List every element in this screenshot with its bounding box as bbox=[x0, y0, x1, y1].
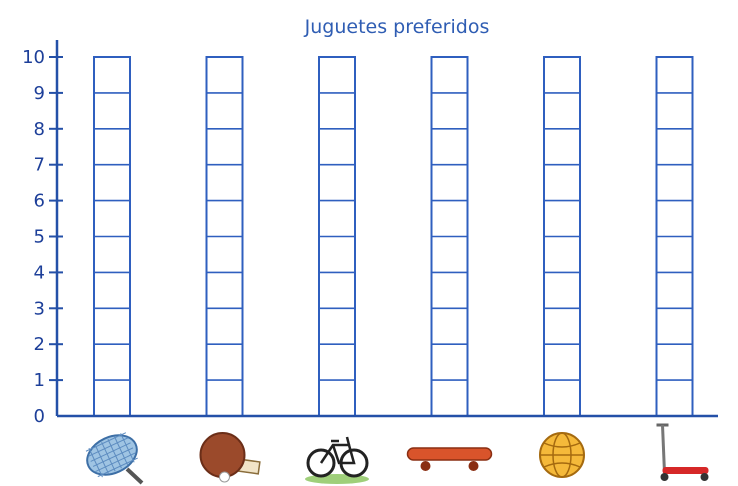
bar-frame bbox=[655, 56, 694, 417]
y-tick-label: 9 bbox=[34, 83, 45, 104]
y-tick-label: 2 bbox=[34, 334, 45, 355]
ping-pong-paddle-icon bbox=[199, 432, 261, 483]
ball-icon bbox=[539, 432, 585, 478]
y-tick-label: 6 bbox=[34, 191, 45, 212]
y-tick-label: 1 bbox=[34, 370, 45, 391]
y-tick-label: 3 bbox=[34, 298, 45, 319]
y-tick-label: 5 bbox=[34, 227, 45, 248]
bar-grid bbox=[93, 56, 694, 417]
scooter-icon bbox=[656, 423, 709, 481]
y-tick-label: 0 bbox=[34, 406, 45, 427]
chart-title: Juguetes preferidos bbox=[304, 16, 490, 38]
y-tick-label: 4 bbox=[34, 262, 45, 283]
category-icons bbox=[85, 423, 709, 485]
y-tick-label: 10 bbox=[22, 47, 45, 68]
bar-frame bbox=[430, 56, 469, 417]
bicycle-icon bbox=[305, 436, 369, 484]
bar-frame bbox=[93, 56, 131, 417]
skateboard-icon bbox=[406, 447, 493, 471]
axes: 0 1 2 3 4 5 6 7 8 9 10 bbox=[22, 40, 718, 427]
bar-frame bbox=[318, 56, 356, 417]
bar-frame bbox=[543, 56, 581, 417]
badminton-racket-icon bbox=[85, 432, 144, 485]
y-tick-label: 8 bbox=[34, 119, 45, 140]
y-tick-label: 7 bbox=[34, 155, 45, 176]
bar-frame bbox=[205, 56, 244, 417]
